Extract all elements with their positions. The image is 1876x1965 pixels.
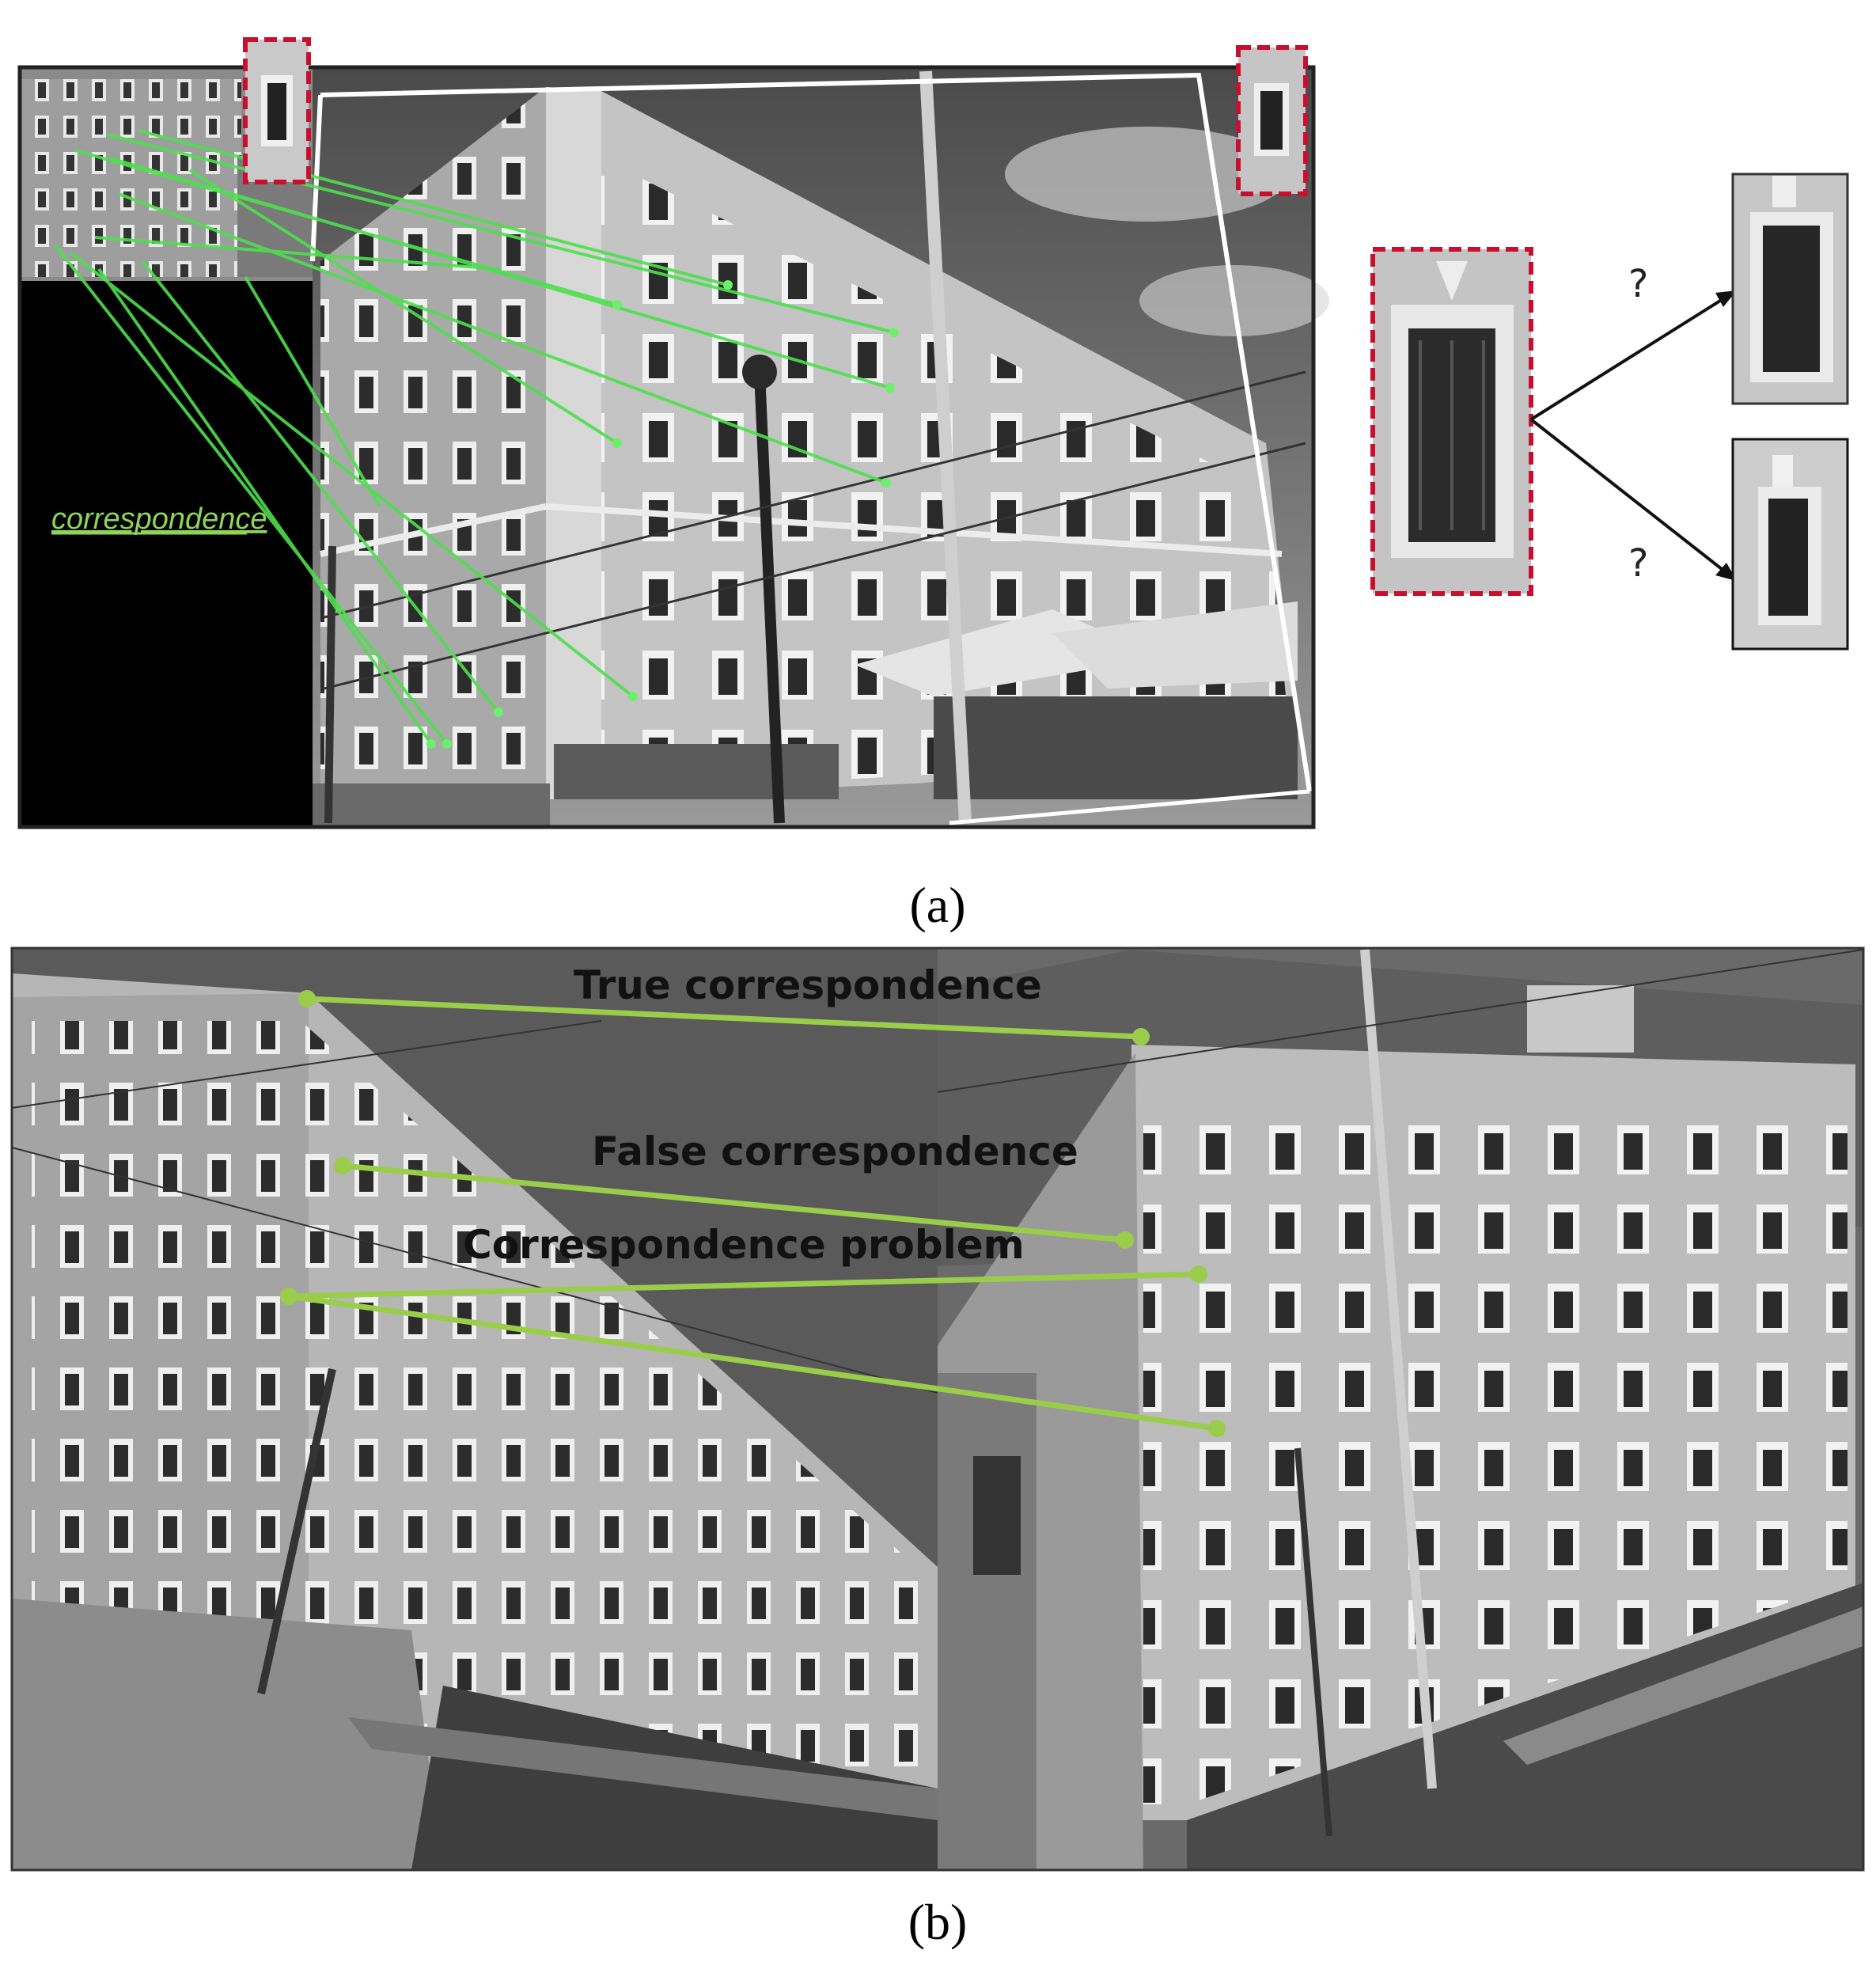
query-window-enlarged xyxy=(1370,247,1533,596)
panel-b: True correspondence False correspondence… xyxy=(10,946,1865,1950)
arrow-to-candidate-1 xyxy=(1529,291,1734,421)
panel-b-right-photo xyxy=(937,948,1864,1870)
correspondence-lines-a xyxy=(54,129,895,745)
inset-query-photo xyxy=(20,67,313,281)
true-correspondence-line xyxy=(304,996,1144,1040)
candidate-window-1 xyxy=(1731,173,1849,405)
question-mark-top: ? xyxy=(1628,262,1648,306)
label-true-correspondence: True correspondence xyxy=(574,962,1042,1008)
match-dots-b xyxy=(280,990,1226,1437)
label-false-correspondence: False correspondence xyxy=(592,1129,1078,1174)
problem-line-1 xyxy=(286,1271,1202,1299)
arrow-to-candidate-2 xyxy=(1529,418,1734,579)
candidate-window-crop xyxy=(1236,45,1308,196)
correspondence-label: correspondence xyxy=(51,503,267,536)
question-mark-bottom: ? xyxy=(1628,541,1648,586)
false-correspondence-line xyxy=(339,1163,1128,1243)
query-window-crop xyxy=(243,37,311,184)
panel-a-photo xyxy=(17,65,1329,829)
caption-a: (a) xyxy=(909,877,965,933)
correspondence-lines-b xyxy=(286,996,1220,1432)
ambiguity-diagram: ? ? xyxy=(1370,173,1849,651)
caption-b: (b) xyxy=(908,1894,968,1950)
panel-b-left-photo xyxy=(11,948,938,1870)
match-dots-a xyxy=(426,280,899,749)
candidate-window-2 xyxy=(1731,438,1849,651)
panel-a: correspondence xyxy=(17,37,1849,933)
problem-line-2 xyxy=(286,1293,1220,1432)
label-correspondence-problem: Correspondence problem xyxy=(463,1222,1025,1268)
